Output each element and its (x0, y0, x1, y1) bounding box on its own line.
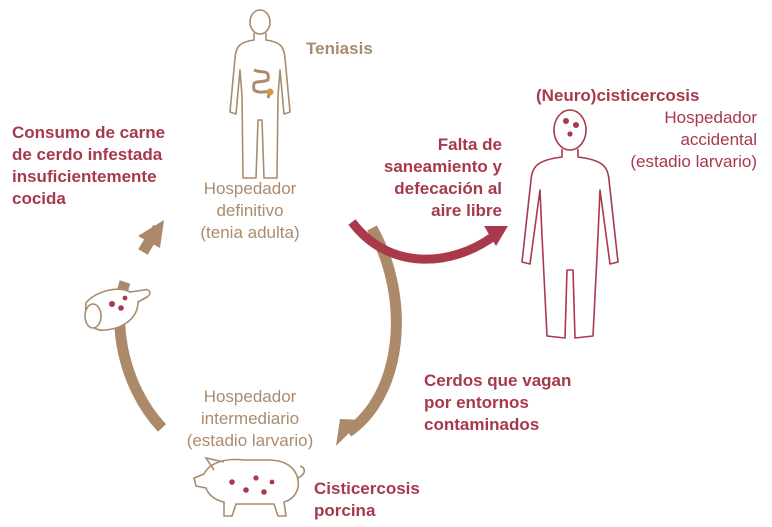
intermediate-host-label: Hospedador intermediario (estadio larvar… (172, 386, 328, 452)
sanitation-line: Falta de (437, 135, 502, 154)
definitive-host-label: Hospedador definitivo (tenia adulta) (180, 178, 320, 244)
human-definitive-host-icon (229, 9, 291, 179)
meat-consumption-line: de cerdo infestada (12, 145, 163, 164)
arrow-definitive-to-intermediate-head (336, 419, 362, 446)
intermediate-host-line: intermediario (200, 409, 300, 428)
meat-consumption-line: insuficientemente (12, 167, 157, 186)
teniasis-label: Teniasis (306, 39, 373, 58)
accidental-host-line: (estadio larvario) (630, 152, 757, 171)
pig-icon (193, 456, 306, 517)
definitive-host-line: Hospedador (203, 179, 297, 198)
meat-consumption-line: cocida (12, 189, 66, 208)
roaming-pigs-label: Cerdos que vagan por entornos contaminad… (424, 370, 571, 436)
accidental-host-label: Hospedador accidental (estadio larvario) (596, 107, 757, 173)
accidental-host-line: accidental (680, 130, 757, 149)
arrow-definitive-to-intermediate (344, 225, 402, 437)
porcine-cysticercosis-line: porcina (314, 501, 376, 520)
sanitation-line: aire libre (431, 201, 502, 220)
porcine-cysticercosis-line: Cisticercosis (314, 479, 420, 498)
sanitation-line: saneamiento y (383, 157, 502, 176)
arrow-definitive-to-accidental-head (484, 226, 508, 246)
human-accidental-host-icon (521, 109, 619, 339)
porcine-cysticercosis-label: Cisticercosis porcina (314, 478, 420, 522)
pork-meat-icon (84, 288, 151, 331)
sanitation-label: Falta de saneamiento y defecación al air… (372, 134, 502, 222)
roaming-pigs-line: contaminados (424, 415, 540, 434)
meat-consumption-line: Consumo de carne (12, 123, 166, 142)
definitive-host-line: definitivo (216, 201, 284, 220)
roaming-pigs-line: Cerdos que vagan (424, 371, 572, 390)
meat-consumption-label: Consumo de carne de cerdo infestada insu… (12, 122, 165, 210)
roaming-pigs-line: por entornos (424, 393, 529, 412)
sanitation-line: defecación al (394, 179, 502, 198)
neurocysticercosis-label: (Neuro)cisticercosis (536, 86, 700, 105)
intermediate-host-line: (estadio larvario) (186, 431, 314, 450)
intermediate-host-line: Hospedador (203, 387, 297, 406)
accidental-host-line: Hospedador (664, 108, 757, 127)
arrow-definitive-to-accidental (348, 219, 497, 264)
arrow-intermediate-to-definitive (114, 224, 167, 432)
arrow-intermediate-to-definitive-head (138, 220, 164, 248)
definitive-host-line: (tenia adulta) (200, 223, 300, 242)
